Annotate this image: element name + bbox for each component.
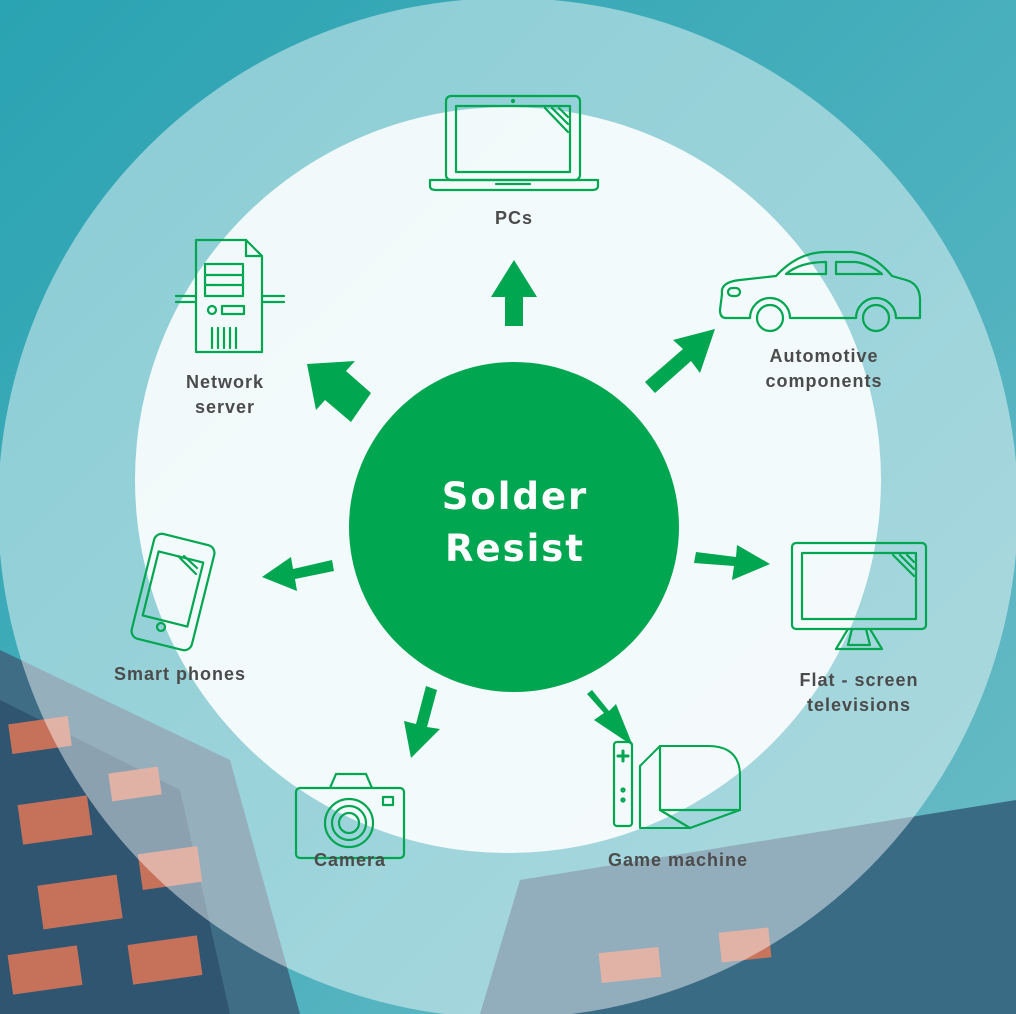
arrow-to-automotive: [645, 329, 715, 393]
car-icon: [718, 250, 922, 333]
label-pcs: PCs: [444, 206, 584, 231]
label-camera: Camera: [280, 848, 420, 873]
label-game-line1: Game machine: [607, 850, 749, 870]
arrow-to-game: [587, 690, 633, 746]
label-phone: Smart phones: [80, 662, 280, 687]
center-title-line2: Resist: [444, 527, 585, 570]
center-circle: [349, 362, 679, 692]
laptop-icon: [428, 94, 600, 192]
label-automotive: Automotive components: [724, 344, 924, 394]
label-server-line1: Network: [185, 372, 264, 392]
label-game: Game machine: [578, 848, 778, 873]
center-title-line1: Solder: [441, 475, 589, 518]
label-server: Network server: [150, 370, 300, 420]
label-pcs-line1: PCs: [494, 208, 533, 228]
label-camera-line1: Camera: [313, 850, 387, 870]
label-automotive-line1: Automotive: [769, 346, 879, 366]
arrow-to-tv: [694, 545, 770, 580]
label-automotive-line2: components: [765, 371, 883, 391]
label-tv: Flat - screen televisions: [754, 668, 964, 718]
label-tv-line2: televisions: [806, 695, 912, 715]
label-phone-line1: Smart phones: [113, 664, 247, 684]
arrow-to-camera: [404, 686, 440, 758]
arrow-to-server: [307, 361, 371, 422]
label-tv-line1: Flat - screen: [799, 670, 919, 690]
smartphone-icon: [130, 532, 216, 652]
monitor-icon: [790, 541, 928, 651]
game-console-icon: [612, 740, 742, 830]
server-icon: [174, 238, 286, 354]
arrow-to-phone: [262, 557, 334, 591]
label-server-line2: server: [194, 397, 256, 417]
camera-icon: [294, 772, 406, 860]
arrow-to-pcs: [491, 260, 537, 326]
